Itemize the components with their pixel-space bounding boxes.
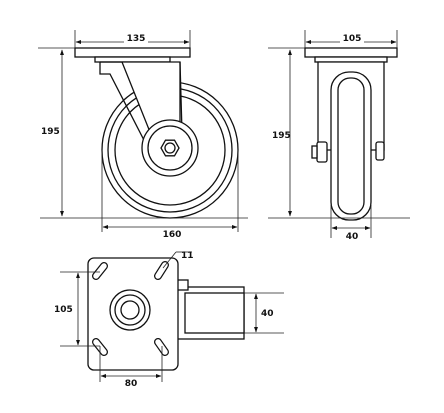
axle-nut: [160, 139, 180, 157]
dim-front-height: 195: [41, 127, 60, 137]
front-dimensions: 135 195 160: [38, 30, 248, 240]
side-top-plate: [304, 47, 398, 58]
dim-hole-spacing-horizontal: 80: [125, 379, 138, 389]
dim-wheel-diameter: 160: [163, 230, 182, 240]
side-dimensions: 105 195 40: [268, 30, 410, 242]
mount-hole-bottom-right: [154, 338, 169, 356]
dim-side-height: 195: [272, 131, 291, 141]
side-axle-nut-right: [375, 141, 385, 161]
dim-side-wheel-width: 40: [346, 232, 359, 242]
top-wheel: [184, 292, 245, 334]
dim-side-plate-width: 105: [343, 34, 362, 44]
dim-top-plate-width: 135: [127, 34, 146, 44]
front-top-plate: [74, 47, 191, 58]
side-axle-nut-left: [316, 141, 328, 163]
front-view: [74, 47, 239, 219]
dim-hole-size: 11: [181, 251, 194, 261]
side-wheel: [330, 71, 372, 221]
dim-top-wheel-width: 40: [261, 309, 274, 319]
mount-hole-top-left: [92, 262, 108, 280]
top-view: [87, 257, 245, 371]
king-pin: [109, 289, 151, 331]
top-dimensions: 11 105 80 40: [54, 251, 284, 389]
dim-hole-spacing-vertical: 105: [54, 305, 73, 315]
side-view: [304, 47, 398, 221]
